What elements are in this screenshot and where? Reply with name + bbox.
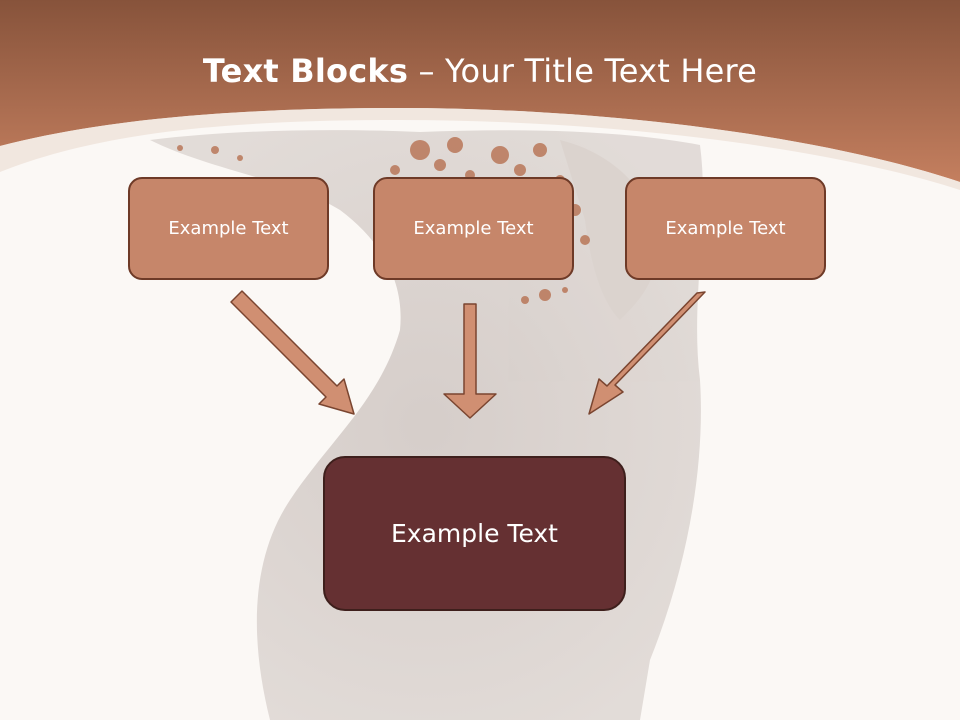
title-bold: Text Blocks bbox=[202, 52, 409, 90]
header-band bbox=[0, 0, 960, 182]
title-rest: – Your Title Text Here bbox=[408, 52, 758, 90]
text-block-left: Example Text bbox=[128, 177, 329, 280]
arrow-left-to-center bbox=[230, 290, 355, 415]
arrow-right-to-center bbox=[588, 291, 706, 415]
page-title: Text Blocks – Your Title Text Here bbox=[0, 52, 960, 90]
text-block-middle: Example Text bbox=[373, 177, 574, 280]
text-block-right: Example Text bbox=[625, 177, 826, 280]
arrow-middle-to-center bbox=[443, 303, 497, 419]
text-block-main: Example Text bbox=[323, 456, 626, 611]
